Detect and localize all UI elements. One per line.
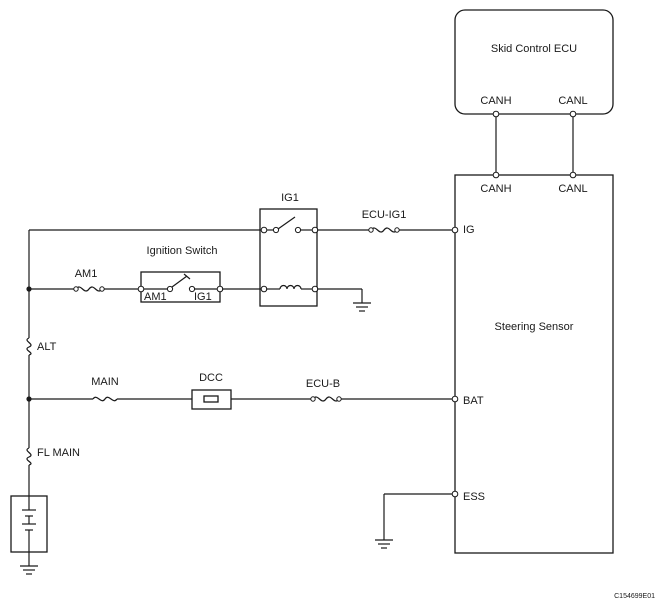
pin-terminal bbox=[451, 226, 459, 234]
pin-terminal bbox=[451, 395, 459, 403]
steering-ig-label: IG bbox=[463, 224, 475, 236]
main-fuse-label: MAIN bbox=[91, 376, 119, 388]
ignition-switch-icon bbox=[141, 273, 220, 293]
ignition-ig1-label: IG1 bbox=[194, 291, 212, 303]
ig1-relay-box bbox=[259, 208, 318, 307]
skid-ecu-canl-label: CANL bbox=[558, 95, 587, 107]
pin-terminal bbox=[394, 227, 400, 233]
relay-switch-icon bbox=[264, 216, 313, 234]
fl-main-fuse-icon bbox=[26, 447, 32, 466]
pin-terminal bbox=[311, 226, 319, 234]
dcc-label: DCC bbox=[199, 372, 223, 384]
ecu-b-fuse-icon bbox=[312, 396, 340, 402]
skid-control-ecu-box bbox=[454, 9, 614, 115]
ecu-ig1-fuse-icon bbox=[370, 227, 398, 233]
ess-ground-icon bbox=[375, 539, 393, 549]
pin-terminal bbox=[492, 171, 500, 179]
battery-icon bbox=[22, 496, 36, 552]
pin-terminal bbox=[492, 110, 500, 118]
pin-terminal bbox=[569, 171, 577, 179]
ig1-relay-label: IG1 bbox=[281, 192, 299, 204]
pin-terminal bbox=[137, 285, 145, 293]
figure-code: C154699E01 bbox=[614, 593, 655, 600]
steering-canl-label: CANL bbox=[558, 183, 587, 195]
am1-fuse-label: AM1 bbox=[75, 268, 98, 280]
pin-terminal bbox=[569, 110, 577, 118]
pin-terminal bbox=[260, 285, 268, 293]
steering-sensor-title: Steering Sensor bbox=[495, 321, 574, 333]
skid-control-ecu-title: Skid Control ECU bbox=[491, 43, 577, 55]
steering-sensor-box bbox=[454, 174, 614, 554]
relay-ground-icon bbox=[353, 302, 371, 312]
relay-coil-icon bbox=[279, 284, 302, 290]
steering-bat-label: BAT bbox=[463, 395, 484, 407]
pin-terminal bbox=[310, 396, 316, 402]
pin-terminal bbox=[99, 286, 105, 292]
pin-terminal bbox=[336, 396, 342, 402]
alt-fuse-icon bbox=[26, 337, 32, 356]
steering-ess-label: ESS bbox=[463, 491, 485, 503]
steering-canh-label: CANH bbox=[480, 183, 511, 195]
skid-ecu-canh-label: CANH bbox=[480, 95, 511, 107]
dcc-fuse-icon bbox=[203, 395, 219, 403]
pin-terminal bbox=[216, 285, 224, 293]
pin-terminal bbox=[260, 226, 268, 234]
pin-terminal bbox=[368, 227, 374, 233]
am1-fuse-icon bbox=[75, 286, 103, 292]
main-fuse-icon bbox=[92, 396, 118, 402]
dcc-connector-box bbox=[191, 389, 232, 410]
fl-main-fuse-label: FL MAIN bbox=[37, 447, 80, 459]
battery-ground-icon bbox=[20, 565, 38, 575]
ecu-b-fuse-label: ECU-B bbox=[306, 378, 340, 390]
ecu-ig1-fuse-label: ECU-IG1 bbox=[362, 209, 407, 221]
pin-terminal bbox=[73, 286, 79, 292]
alt-fuse-label: ALT bbox=[37, 341, 57, 353]
pin-terminal bbox=[311, 285, 319, 293]
ignition-switch-label: Ignition Switch bbox=[147, 245, 218, 257]
ignition-am1-label: AM1 bbox=[144, 291, 167, 303]
pin-terminal bbox=[451, 490, 459, 498]
